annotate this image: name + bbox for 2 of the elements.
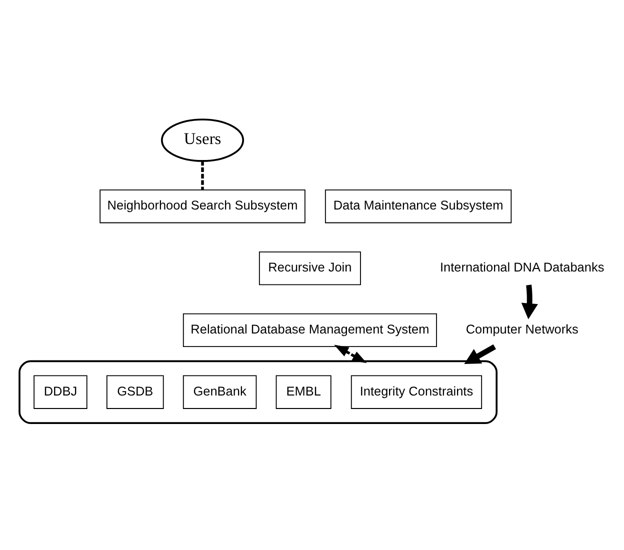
node-text: Computer Networks	[466, 322, 578, 337]
node-text: International DNA Databanks	[440, 260, 604, 275]
